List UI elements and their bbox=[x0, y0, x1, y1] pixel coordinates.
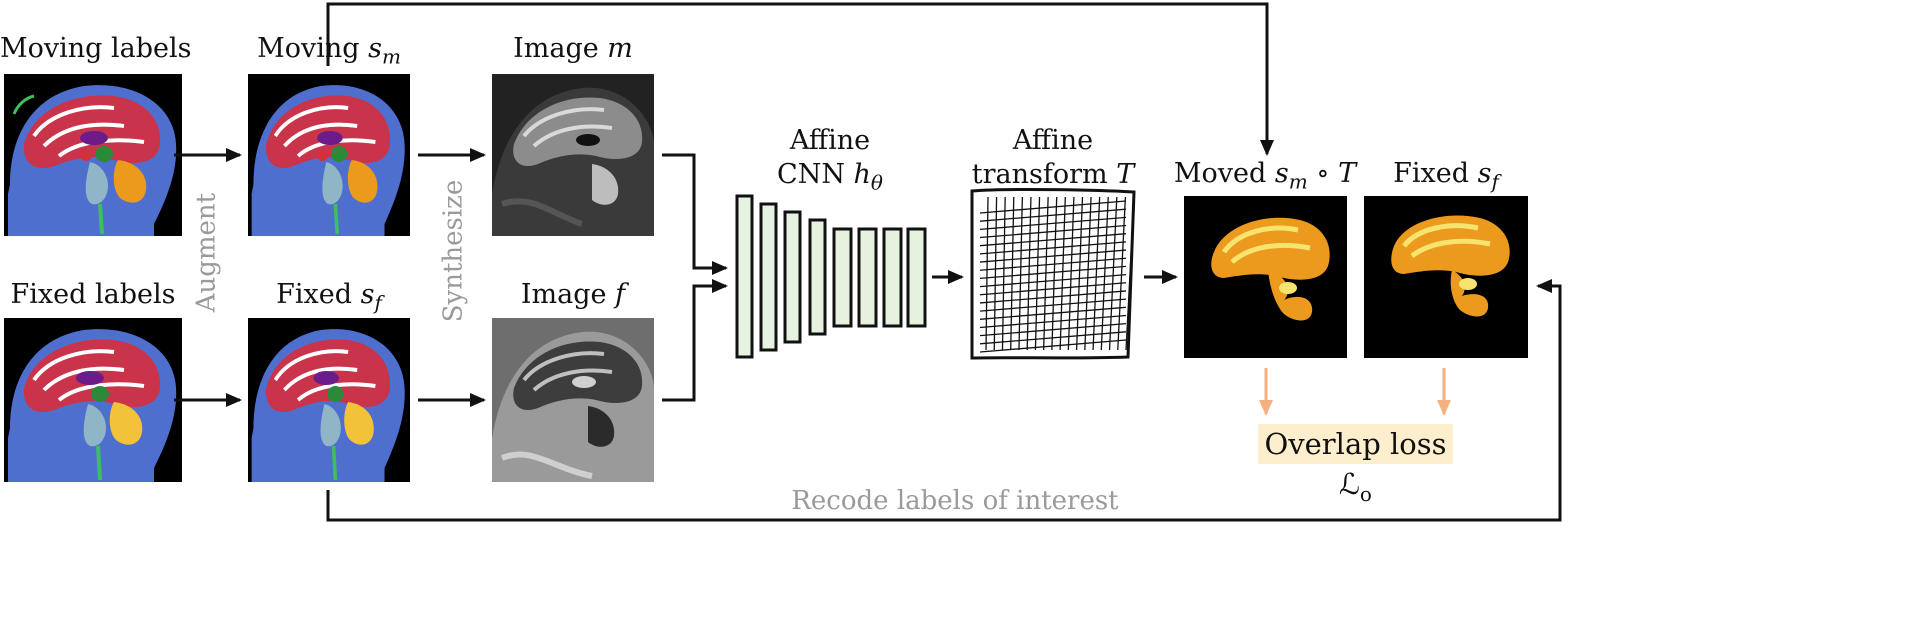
grid-horizontal-line bbox=[979, 265, 1127, 280]
grid-vertical-line bbox=[1001, 196, 1006, 351]
image-m-title: Image m bbox=[513, 33, 633, 64]
grid-horizontal-line bbox=[979, 233, 1127, 247]
grid-vertical-line bbox=[1100, 196, 1109, 351]
grid-horizontal-line bbox=[979, 282, 1127, 296]
image-f-brain bbox=[492, 318, 654, 482]
cnn-layer-3 bbox=[783, 210, 802, 344]
recode-caption: Recode labels of interest bbox=[791, 486, 1119, 516]
moved-title: Moved sm ∘ T bbox=[1173, 158, 1357, 194]
cnn-layer-8 bbox=[906, 227, 927, 328]
fixed-right-panel bbox=[1364, 196, 1528, 358]
grid-horizontal-line bbox=[979, 298, 1127, 312]
arrow-bottom-loop bbox=[326, 279, 1562, 522]
moving-sm-panel bbox=[248, 74, 410, 236]
transform-title-line1: Affine bbox=[1012, 125, 1094, 156]
grid-horizontal-line bbox=[979, 257, 1127, 271]
grid-vertical-line bbox=[1067, 196, 1075, 351]
image-f-title: Image f bbox=[520, 279, 626, 310]
fixed-segmentation bbox=[1391, 215, 1510, 317]
cnn-layer-2 bbox=[759, 202, 778, 352]
image-m-panel bbox=[492, 74, 654, 236]
fixed-sf-title: Fixed sf bbox=[276, 279, 382, 315]
fixed-sf-panel bbox=[248, 318, 410, 482]
grid-horizontal-line bbox=[979, 331, 1127, 345]
grid-vertical-line bbox=[1125, 196, 1135, 351]
overlap-loss-box: Overlap loss ℒo bbox=[1258, 424, 1453, 504]
grid-horizontal-line bbox=[979, 224, 1127, 239]
fixed-sf-brain bbox=[251, 329, 405, 482]
arrow-image-m-to-cnn bbox=[662, 153, 728, 275]
image-m-brain bbox=[492, 74, 654, 236]
grid-vertical-line bbox=[985, 196, 989, 351]
cnn-layer-7 bbox=[882, 227, 903, 328]
grid-horizontal-line bbox=[979, 314, 1127, 329]
cnn-title-line2: CNN hθ bbox=[777, 159, 883, 195]
cnn-layer-1 bbox=[735, 194, 754, 359]
moving-sm-brain bbox=[251, 85, 405, 236]
moved-panel bbox=[1184, 196, 1347, 358]
arrow-image-f-to-cnn bbox=[662, 279, 728, 402]
moving-sm-title: Moving sm bbox=[257, 33, 401, 69]
moving-labels-title: Moving labels bbox=[0, 33, 192, 64]
grid-vertical-line bbox=[1059, 196, 1066, 351]
cnn-title-line1: Affine bbox=[789, 125, 871, 156]
fixed-right-title: Fixed sf bbox=[1393, 158, 1499, 194]
moving-labels-brain bbox=[8, 85, 177, 236]
fixed-labels-brain bbox=[8, 329, 177, 482]
augment-caption: Augment bbox=[191, 192, 222, 313]
grid-horizontal-line bbox=[979, 241, 1127, 255]
grid-horizontal-line bbox=[979, 339, 1127, 353]
grid-horizontal-line bbox=[979, 306, 1127, 320]
grid-vertical-line bbox=[1117, 196, 1127, 351]
moving-labels-panel bbox=[4, 74, 182, 236]
grid-vertical-line bbox=[1092, 196, 1101, 351]
cnn-layer-5 bbox=[832, 227, 853, 328]
fixed-labels-panel bbox=[4, 318, 182, 482]
cnn-layer-4 bbox=[808, 218, 827, 336]
grid-vertical-line bbox=[1051, 196, 1058, 351]
fixed-labels-title: Fixed labels bbox=[10, 279, 176, 310]
grid-horizontal-line bbox=[979, 322, 1127, 337]
image-f-panel bbox=[492, 318, 654, 482]
grid-horizontal-line bbox=[979, 216, 1127, 231]
grid-horizontal-line bbox=[979, 273, 1127, 288]
cnn-blocks bbox=[735, 194, 927, 359]
grid-vertical-line bbox=[1075, 196, 1084, 351]
synthesize-caption: Synthesize bbox=[438, 179, 469, 323]
grid-vertical-line bbox=[1026, 196, 1032, 351]
cnn-layer-6 bbox=[857, 227, 878, 328]
grid-vertical-line bbox=[993, 196, 998, 351]
grid-vertical-line bbox=[1084, 196, 1092, 351]
grid-horizontal-line bbox=[979, 290, 1127, 304]
transform-title-line2: transform T bbox=[971, 159, 1135, 190]
moved-segmentation bbox=[1211, 217, 1330, 321]
arrow-top-loop bbox=[326, 2, 1274, 156]
grid-horizontal-line bbox=[979, 249, 1127, 263]
transform-grid bbox=[970, 187, 1136, 360]
